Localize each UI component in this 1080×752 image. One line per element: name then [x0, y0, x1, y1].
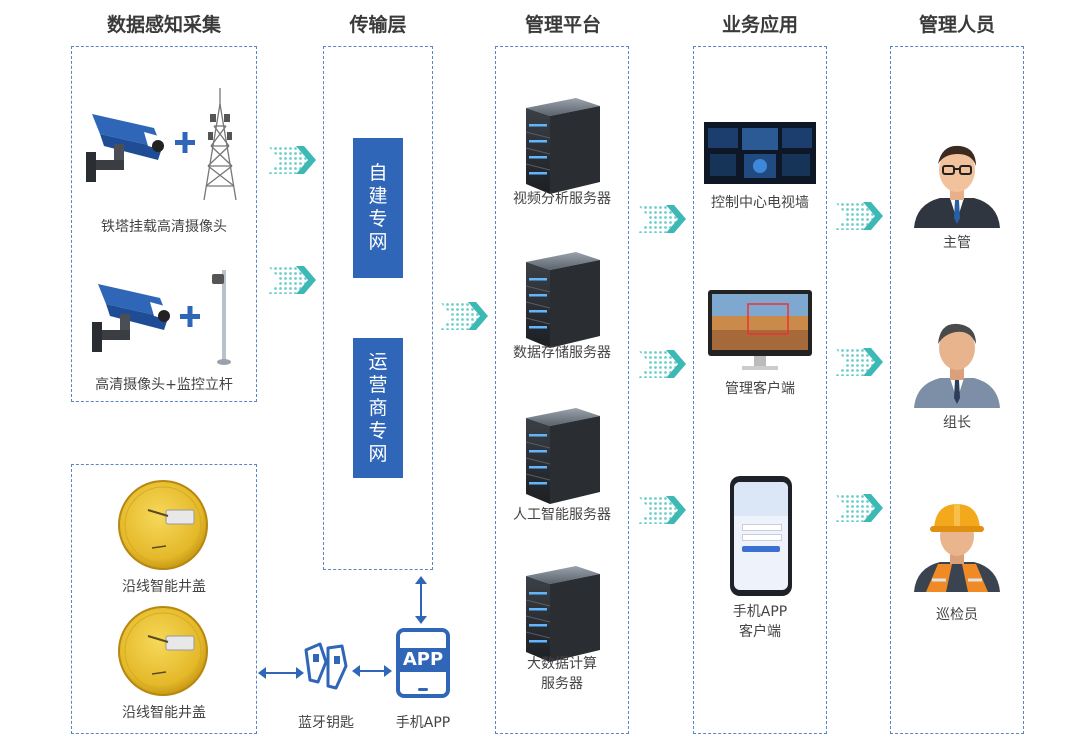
platform-box — [495, 46, 629, 734]
storage-server-label: 数据存储服务器 — [513, 345, 611, 361]
pole-camera-label: 高清摄像头+监控立杆 — [95, 377, 233, 393]
team-leader-avatar-icon — [914, 323, 1000, 408]
business-box — [693, 46, 827, 734]
flow-arrow-icon — [268, 266, 316, 294]
column-title-business: 业务应用 — [721, 14, 798, 36]
inspector-avatar-icon — [914, 504, 1000, 592]
private-network-box: 自建专网 — [353, 138, 403, 278]
desktop-client-icon — [708, 290, 812, 370]
video-server-label: 视频分析服务器 — [513, 191, 611, 207]
video-wall-label: 控制中心电视墙 — [711, 195, 809, 211]
mobile-app-label: 手机APP — [395, 715, 451, 731]
double-arrow-icon — [258, 667, 304, 679]
app-badge: APP — [396, 648, 450, 672]
supervisor-avatar-icon — [914, 145, 1000, 228]
column-title-transport: 传输层 — [349, 14, 407, 36]
server-icon — [525, 565, 601, 663]
double-arrow-icon — [352, 665, 392, 677]
plus-icon — [180, 306, 200, 327]
double-arrow-icon — [415, 576, 427, 624]
column-title-platform: 管理平台 — [524, 14, 601, 36]
bigdata-server-label-line2: 服务器 — [541, 676, 583, 692]
bigdata-server-label-line1: 大数据计算 — [527, 656, 597, 672]
personnel-box — [890, 46, 1024, 734]
cctv-camera-icon — [92, 284, 176, 352]
flow-arrow-icon — [268, 146, 316, 174]
cctv-camera-icon — [86, 114, 170, 182]
flow-arrow-icon — [835, 348, 883, 376]
transport-box — [323, 46, 433, 570]
carrier-network-box: 运营商专网 — [353, 338, 403, 478]
carrier-network-label: 运营商专网 — [368, 350, 388, 465]
supervisor-label: 主管 — [943, 235, 971, 251]
flow-arrow-icon — [638, 496, 686, 524]
mobile-client-label-line1: 手机APP — [732, 604, 788, 620]
smart-manhole-icon — [118, 480, 208, 570]
signal-tower-icon — [203, 88, 237, 201]
mobile-client-label-line2: 客户端 — [739, 624, 781, 640]
plus-icon — [175, 132, 195, 153]
private-network-label: 自建专网 — [368, 162, 388, 253]
team-leader-label: 组长 — [943, 415, 971, 431]
flow-arrow-icon — [638, 205, 686, 233]
flow-arrow-icon — [835, 494, 883, 522]
manhole-label-2: 沿线智能井盖 — [122, 705, 206, 721]
ai-server-label: 人工智能服务器 — [513, 507, 611, 523]
flow-arrow-icon — [835, 202, 883, 230]
column-title-personnel: 管理人员 — [918, 14, 995, 36]
server-icon — [525, 251, 601, 349]
tower-camera-label: 铁塔挂载高清摄像头 — [101, 219, 227, 235]
sensing-camera-box — [71, 46, 257, 402]
inspector-label: 巡检员 — [936, 607, 978, 623]
manhole-label-1: 沿线智能井盖 — [122, 579, 206, 595]
sensing-manhole-box — [71, 464, 257, 734]
mobile-client-icon — [730, 476, 792, 596]
flow-arrow-icon — [440, 302, 488, 330]
flow-arrow-icon — [638, 350, 686, 378]
column-title-sensing: 数据感知采集 — [106, 14, 221, 36]
monitoring-pole-icon — [212, 270, 231, 365]
bluetooth-key-label: 蓝牙钥匙 — [298, 715, 354, 731]
server-icon — [525, 97, 601, 195]
server-icon — [525, 407, 601, 505]
bluetooth-key-icon — [304, 642, 348, 690]
desktop-client-label: 管理客户端 — [725, 381, 795, 397]
video-wall-icon — [704, 122, 816, 184]
mobile-app-icon: APP — [396, 628, 450, 698]
smart-manhole-icon — [118, 606, 208, 696]
